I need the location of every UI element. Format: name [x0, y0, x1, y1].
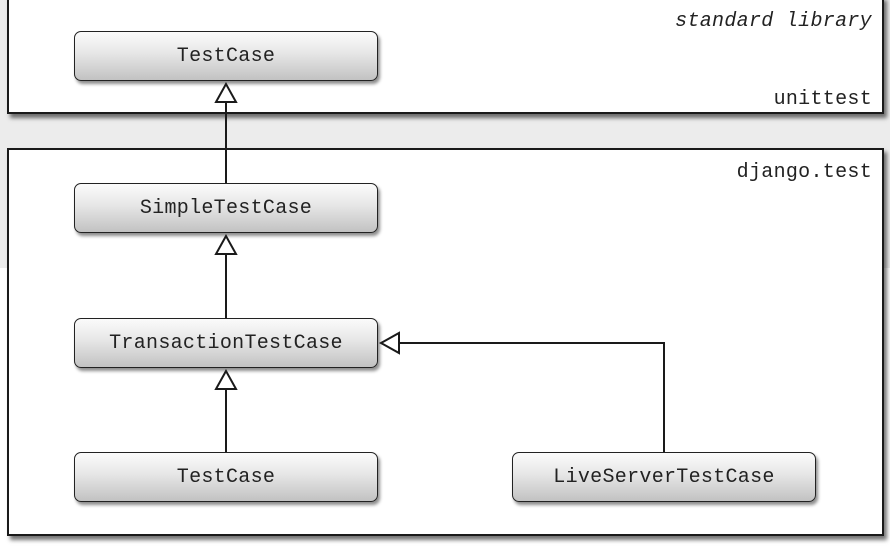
class-transaction-testcase[interactable]: TransactionTestCase	[74, 318, 378, 368]
class-django-testcase[interactable]: TestCase	[74, 452, 378, 502]
package-django-label: django.test	[736, 161, 872, 184]
class-unittest-testcase[interactable]: TestCase	[74, 31, 378, 81]
class-liveserver-testcase[interactable]: LiveServerTestCase	[512, 452, 816, 502]
package-stdlib-label: standard library	[675, 10, 872, 33]
class-simple-testcase[interactable]: SimpleTestCase	[74, 183, 378, 233]
package-unittest-label: unittest	[773, 88, 872, 111]
